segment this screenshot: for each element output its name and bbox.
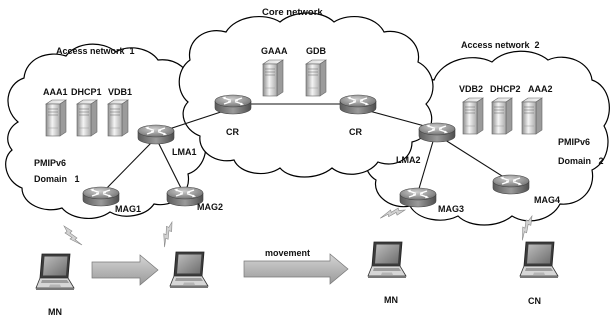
mag4-label: MAG4	[534, 195, 560, 205]
mag3-router-icon	[399, 187, 437, 208]
mn-left-label: MN	[48, 307, 62, 317]
gaaa-server-icon	[262, 59, 284, 97]
cr-left-label: CR	[226, 127, 239, 137]
link-lma1-mag2	[157, 141, 184, 193]
cr-right-router-icon	[339, 94, 377, 115]
vdb2-server-icon	[462, 97, 484, 135]
vdb1-server-icon	[107, 99, 129, 137]
aaa2-server-icon	[521, 97, 543, 135]
link-lma2-mag3	[417, 137, 435, 193]
core-network-label: Core network	[262, 7, 323, 18]
lma2-router-icon	[418, 122, 456, 143]
gdb-label: GDB	[306, 46, 327, 56]
cn-laptop-icon	[519, 241, 559, 279]
vdb1-label: VDB1	[108, 87, 132, 97]
mag4-router-icon	[492, 174, 530, 195]
domain1-label-line2: Domain 1	[34, 174, 80, 184]
lma2-label: LMA2	[396, 155, 421, 165]
domain2-label-line2: Domain 2	[558, 156, 604, 166]
lma1-label: LMA1	[172, 147, 197, 157]
cn-label: CN	[528, 296, 541, 306]
dhcp1-server-icon	[76, 99, 98, 137]
access-network-1-label: Access network 1	[56, 46, 135, 56]
link-lma2-mag4	[441, 137, 511, 182]
mn-right-label: MN	[384, 295, 398, 305]
mag3-label: MAG3	[438, 204, 464, 214]
mn-laptop-start-icon	[35, 253, 75, 291]
lma1-router-icon	[137, 124, 175, 145]
gdb-server-icon	[305, 59, 327, 97]
domain2-label-line1: PMIPv6	[558, 137, 590, 147]
movement-label: movement	[265, 248, 310, 258]
movement-arrow-left	[91, 254, 159, 286]
mn-laptop-end-icon	[367, 241, 407, 279]
cr-left-router-icon	[214, 94, 252, 115]
cr-right-label: CR	[349, 127, 362, 137]
mag1-label: MAG1	[115, 204, 141, 214]
mag2-label: MAG2	[197, 202, 223, 212]
domain1-label-line1: PMIPv6	[34, 158, 66, 168]
wireless-bolt-icon	[155, 221, 182, 248]
movement-arrow-right	[243, 253, 349, 285]
mag1-router-icon	[82, 186, 120, 207]
aaa2-label: AAA2	[528, 84, 553, 94]
aaa1-label: AAA1	[43, 87, 68, 97]
aaa1-server-icon	[45, 99, 67, 137]
gaaa-label: GAAA	[261, 46, 288, 56]
wireless-bolt-icon	[63, 225, 83, 246]
vdb2-label: VDB2	[459, 84, 483, 94]
dhcp2-server-icon	[491, 97, 513, 135]
access-network-2-label: Access network 2	[461, 40, 540, 50]
dhcp2-label: DHCP2	[490, 84, 521, 94]
link-lma1-mag1	[102, 141, 153, 193]
mn-laptop-moving-icon	[169, 251, 209, 289]
dhcp1-label: DHCP1	[71, 87, 102, 97]
